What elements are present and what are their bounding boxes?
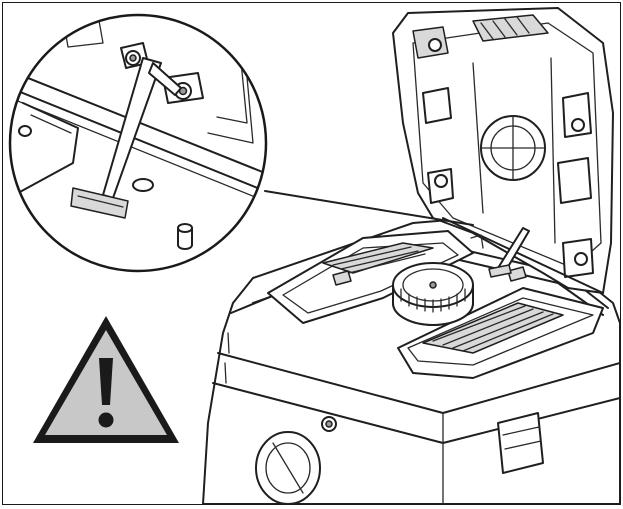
warning-triangle-icon <box>33 316 179 443</box>
magnifier-callout <box>8 13 268 273</box>
callout-leader <box>264 190 474 226</box>
support-rod <box>470 227 530 278</box>
machine-deck <box>267 230 604 379</box>
machine-lid <box>392 7 614 294</box>
machine-illustration <box>8 7 620 504</box>
